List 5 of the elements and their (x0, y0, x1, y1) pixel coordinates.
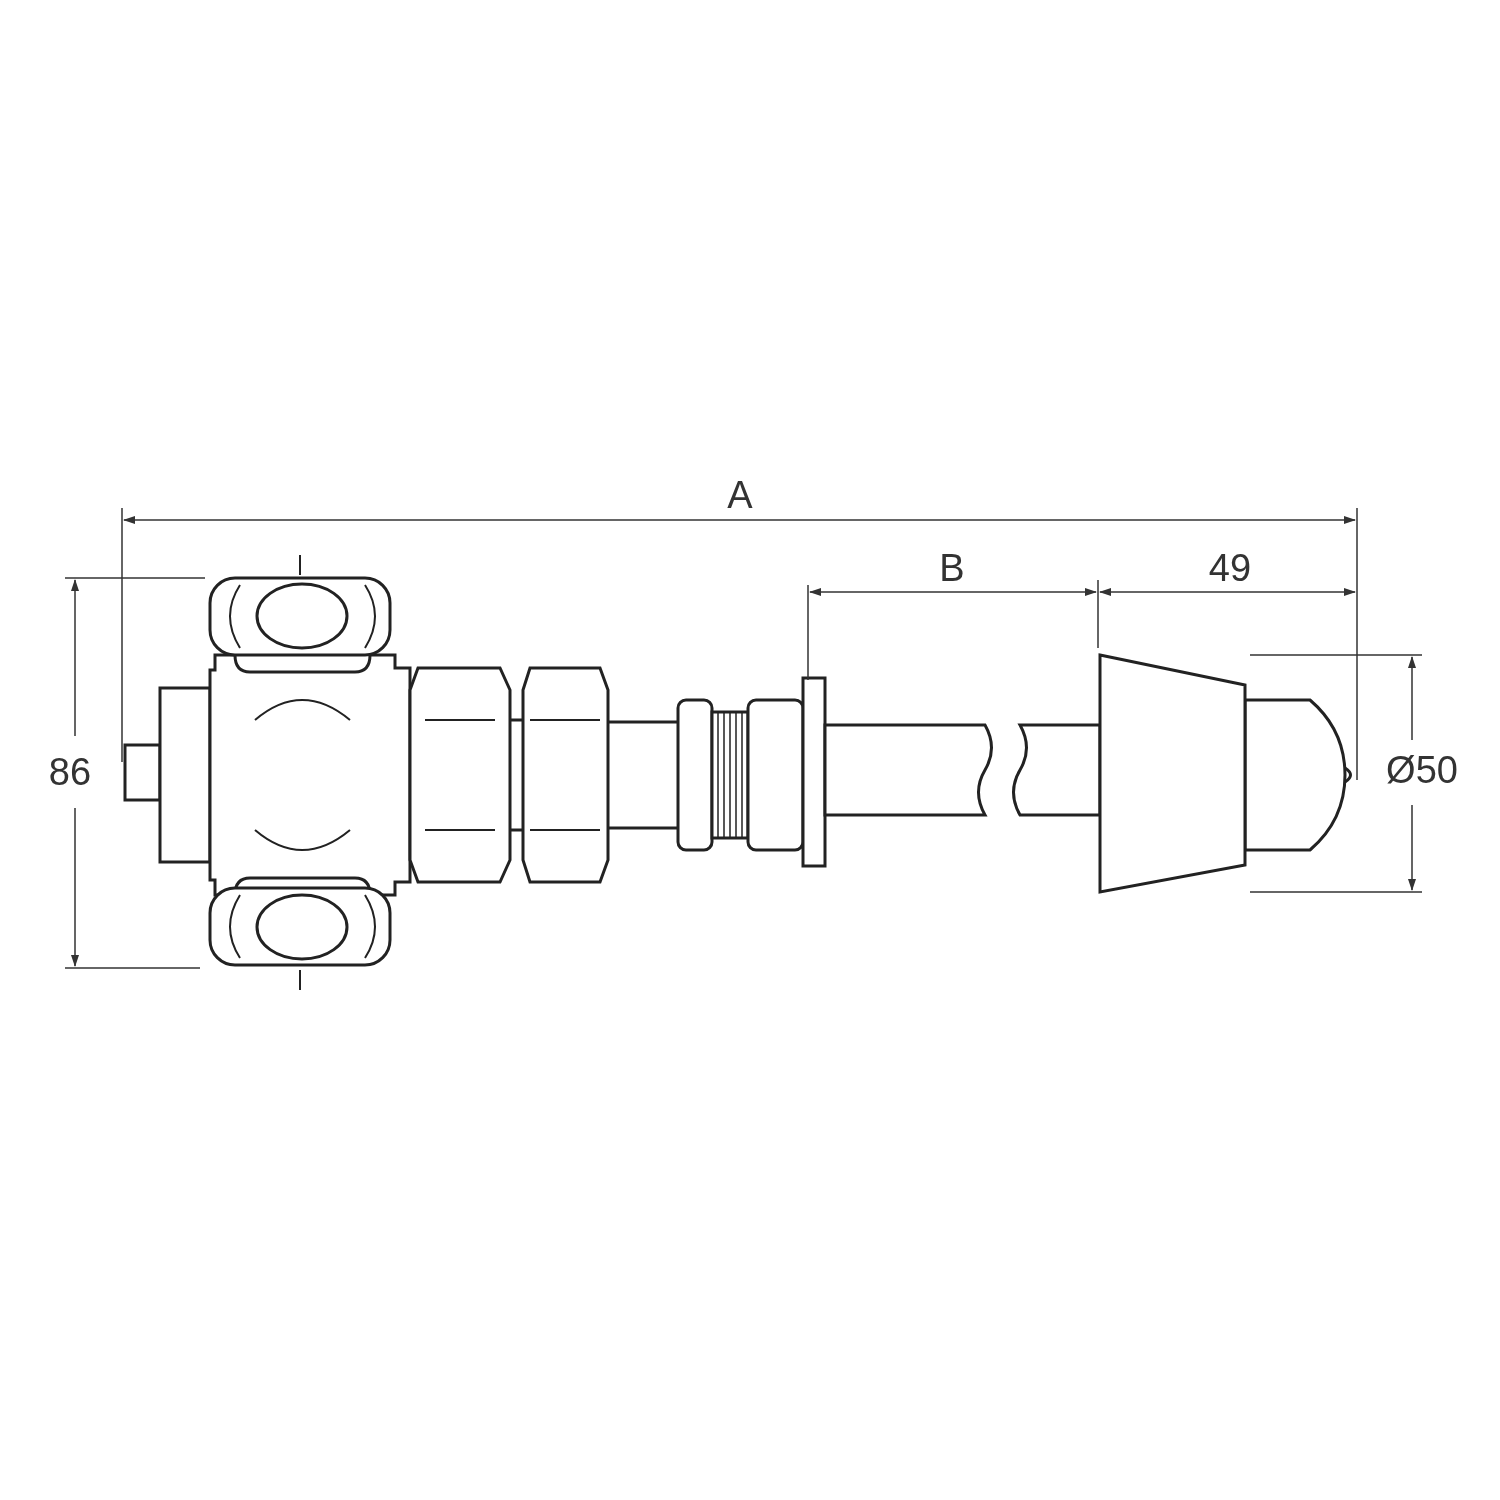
dimension-label: 86 (48, 753, 92, 791)
dimension-label: Ø50 (1386, 751, 1458, 789)
dimension-label: 49 (1208, 549, 1252, 587)
dimension-label: B (939, 549, 965, 587)
dimension-label: A (727, 476, 753, 514)
